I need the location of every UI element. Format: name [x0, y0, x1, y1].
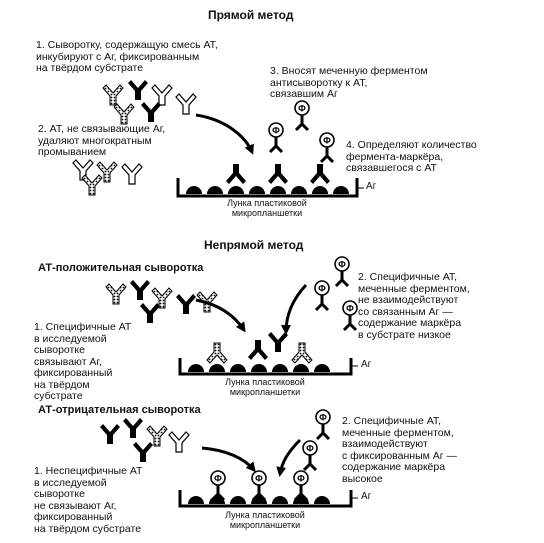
- positive-arrow-left: [195, 298, 246, 333]
- direct-step-1: 1. Сыворотку, содержащую смесь АТ, инкуб…: [36, 39, 218, 74]
- direct-step-2: 2. АТ, не связывающие Аг, удаляют многок…: [38, 123, 166, 158]
- positive-serum-heading: АТ-положительная сыворотка: [38, 262, 204, 274]
- direct-washed-antibodies: [72, 159, 143, 196]
- direct-arrow-wash: [195, 113, 254, 155]
- negative-well-label: Лунка пластиковой микропланшетки: [225, 510, 305, 530]
- direct-step-4: 4. Определяют количество фермента-маркёр…: [346, 139, 477, 174]
- negative-enzyme-antibodies: [301, 408, 332, 472]
- direct-free-antibodies: [102, 80, 197, 125]
- negative-arrow-left: [201, 446, 256, 473]
- direct-step-3: 3. Вносят меченную ферментом антисыворот…: [270, 65, 428, 100]
- negative-free-antibodies: [100, 418, 190, 462]
- direct-enzyme-antibodies: [267, 99, 336, 164]
- negative-arrow-right: [276, 438, 302, 477]
- positive-arrow-right: [281, 283, 308, 335]
- positive-well: [178, 332, 358, 376]
- positive-ag-label: Аг: [361, 359, 372, 370]
- negative-step-1: 1. Неспецифичные АТ в исследуемой сыворо…: [34, 465, 143, 535]
- positive-well-label: Лунка пластиковой микропланшетки: [225, 377, 305, 397]
- positive-step-2: 2. Специфичные АТ, меченные ферментом, н…: [358, 271, 470, 341]
- direct-well: [176, 164, 364, 198]
- negative-serum-heading: АТ-отрицательная сыворотка: [38, 404, 201, 416]
- direct-well-label: Лунка пластиковой микропланшетки: [227, 198, 307, 218]
- positive-step-1: 1. Специфичные АТ в исследуемой сыворотк…: [34, 321, 132, 402]
- negative-step-2: 2. Специфичные АТ, меченные ферментом, в…: [342, 415, 458, 485]
- negative-well: [178, 469, 358, 508]
- positive-enzyme-antibodies: [313, 255, 359, 332]
- direct-ag-label: Аг: [366, 181, 377, 192]
- indirect-method-title: Непрямой метод: [204, 238, 304, 252]
- direct-method-title: Прямой метод: [208, 8, 294, 22]
- negative-ag-label: Аг: [361, 491, 372, 502]
